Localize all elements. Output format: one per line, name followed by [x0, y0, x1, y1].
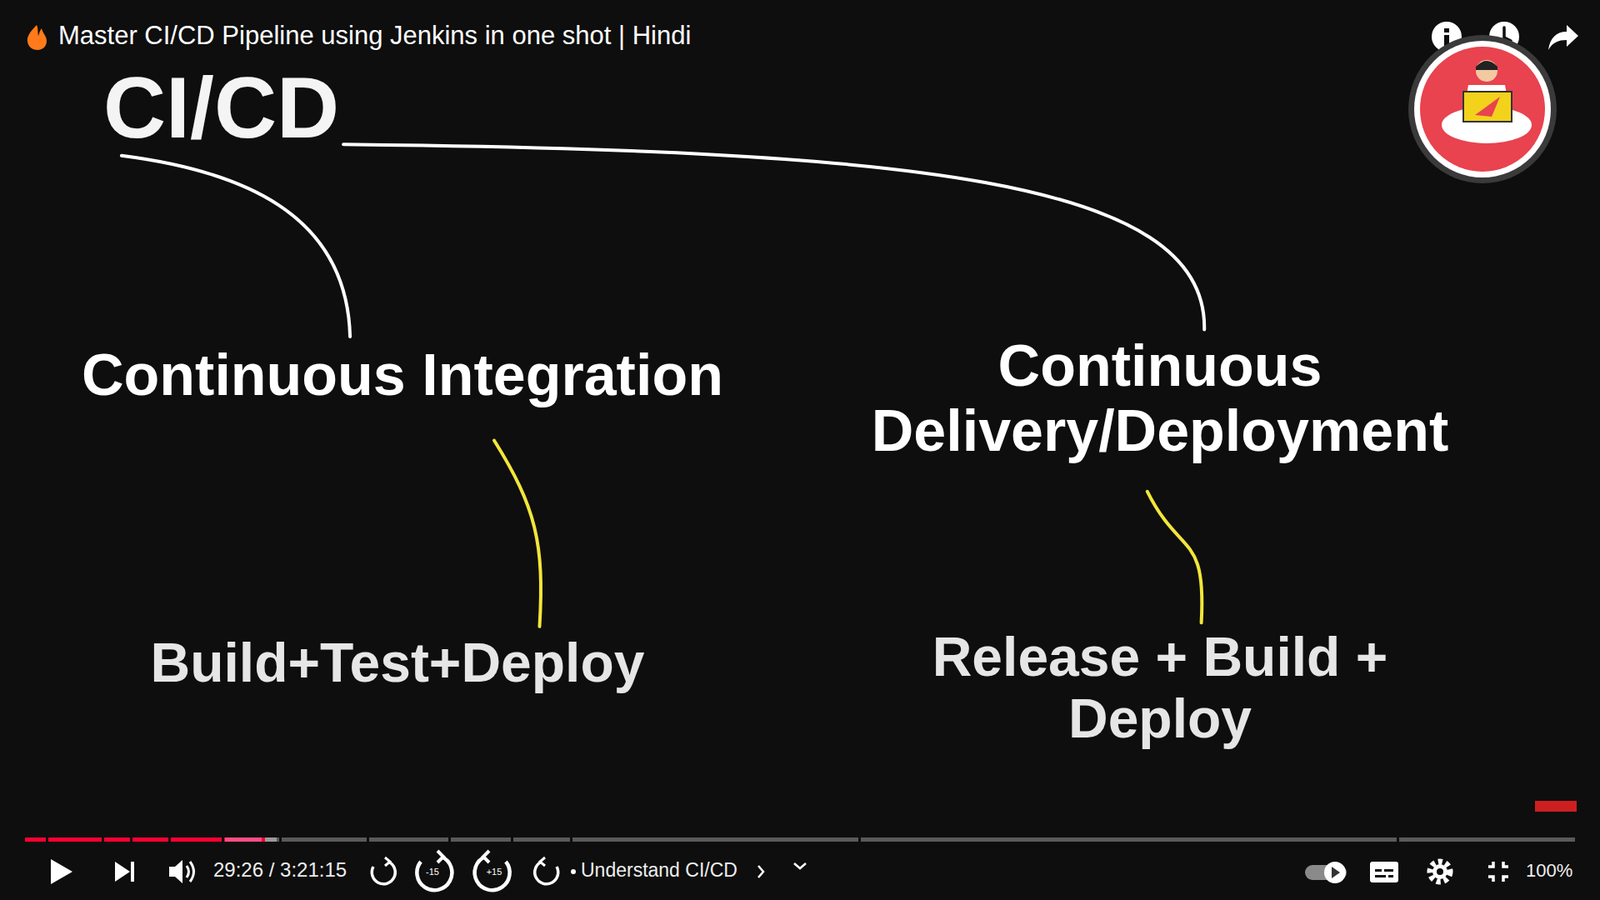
play-button — [50, 859, 73, 885]
connector-line — [494, 440, 541, 627]
node-label: Continuous Integration — [81, 341, 724, 410]
settings-gear — [1430, 861, 1450, 882]
stage-text: Release + Build + Deploy — [901, 620, 1419, 757]
time-display: 29:26 / 3:21:15 — [213, 859, 347, 881]
volume-icon — [169, 860, 195, 884]
node-label: Release + Build + Deploy — [908, 626, 1412, 750]
share-icon — [1548, 25, 1579, 50]
node-label: CI/CD — [103, 58, 340, 159]
exit-fullscreen-icon — [1488, 861, 1509, 882]
connector-line — [1147, 491, 1203, 623]
subscribe-badge — [1535, 800, 1577, 812]
seek-amount: +15 — [486, 866, 503, 877]
autoplay-toggle — [1305, 861, 1347, 884]
seek-icons — [371, 850, 558, 890]
zoom-level: 100% — [1525, 860, 1573, 881]
branch-heading: Continuous Integration — [75, 335, 730, 416]
flame-icon — [27, 25, 47, 50]
dropdown-chevron — [794, 863, 806, 869]
seek-amount: -15 — [425, 866, 440, 877]
stage-text: Build+Test+Deploy — [144, 625, 652, 702]
video-title: Master CI/CD Pipeline using Jenkins in o… — [58, 20, 691, 51]
root-heading: CI/CD — [96, 51, 346, 165]
connector-line — [343, 144, 1205, 330]
branch-heading: Continuous Delivery/Deployment — [843, 326, 1477, 471]
connector-line — [121, 155, 350, 337]
node-label: Continuous Delivery/Deployment — [850, 333, 1470, 465]
chapter-chevron — [758, 865, 764, 878]
channel-avatar — [1408, 35, 1557, 184]
node-label: Build+Test+Deploy — [150, 631, 645, 695]
next-button — [115, 861, 135, 882]
progress-bar — [25, 836, 1575, 843]
chapter-bullet — [570, 869, 576, 875]
chapter-title: Understand CI/CD — [580, 860, 738, 881]
captions-icon — [1370, 861, 1399, 883]
